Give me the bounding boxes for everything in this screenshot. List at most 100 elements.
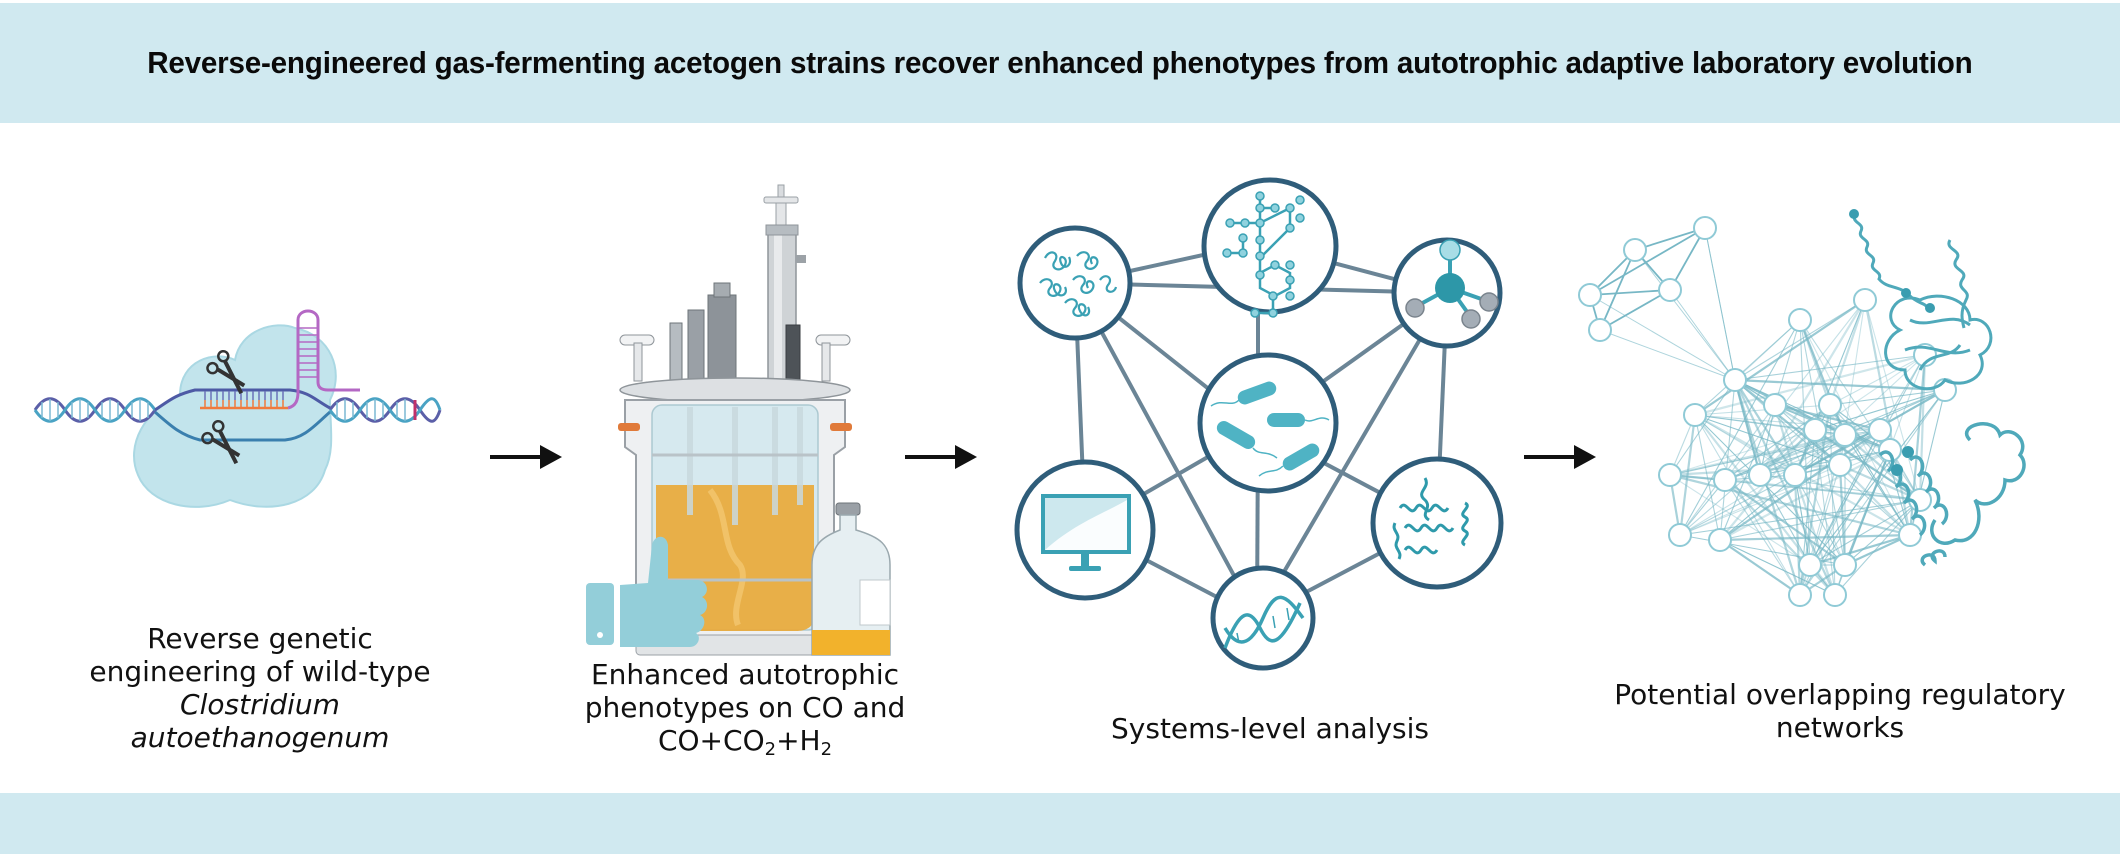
scissors-icon-bottom (201, 419, 241, 465)
network-edge (1694, 414, 1801, 596)
network-edge (1834, 499, 1921, 596)
network-node (1658, 463, 1682, 487)
network-edge (1799, 319, 1811, 566)
network-edge (1734, 319, 1801, 381)
network-edge (1839, 463, 1921, 502)
caption-line: phenotypes on CO and (584, 691, 906, 724)
network-edge (1809, 429, 1881, 566)
omics-network-diagram (1014, 177, 1504, 671)
network-edge (1679, 429, 1881, 536)
network-node (1578, 283, 1602, 307)
panel-bioreactor (586, 184, 891, 665)
network-node (1833, 423, 1857, 447)
network-edge (1774, 319, 1801, 406)
network-edge (1669, 474, 1921, 501)
network-edge (1794, 474, 1846, 566)
network-node (1803, 418, 1827, 442)
caption-line: Systems-level analysis (1111, 712, 1429, 745)
network-edge (1724, 299, 1866, 481)
caption-bioreactor: Enhanced autotrophic phenotypes on CO an… (570, 658, 920, 760)
guide-rna-pairs (200, 391, 288, 410)
network-edge (1829, 389, 1946, 406)
network-edge (1809, 389, 1946, 566)
network-edge (1734, 379, 1796, 476)
network-node (1898, 523, 1922, 547)
network-edge (1734, 354, 1926, 381)
panel-regulatory-networks (1578, 190, 2120, 630)
protein-structure-icon-bottom (1878, 422, 2026, 567)
caption-line: Reverse genetic (147, 622, 373, 655)
network-edge (1863, 299, 1912, 536)
network-edge (1669, 289, 1736, 381)
bioreactor-illustration (586, 184, 891, 656)
dna-helix-node (1210, 565, 1316, 671)
network-edge (1679, 449, 1891, 536)
network-edge (1669, 473, 1911, 537)
species-name-epithet: autoethanogenum (130, 721, 390, 754)
network-edge (1774, 403, 1891, 452)
network-edge (1719, 539, 1801, 596)
crispr-dna-illustration (33, 309, 442, 508)
network-edge (1719, 499, 1921, 541)
network-edge (1719, 533, 1911, 542)
arrow-right-icon (490, 445, 562, 469)
network-edge (1719, 434, 1846, 541)
network-edge (1828, 299, 1867, 406)
caption-line: Potential overlapping regulatory (1614, 678, 2066, 711)
network-edge (1634, 227, 1706, 251)
network-node (1783, 463, 1807, 487)
network-edge (1694, 353, 1926, 417)
network-edge (1829, 354, 1926, 406)
dna-bottom-strand (154, 410, 331, 442)
protein-structure-node (1370, 456, 1504, 590)
network-edge (1793, 474, 1802, 596)
network-edge (1599, 289, 1671, 331)
network-edge (1589, 294, 1736, 381)
network-node (1818, 393, 1842, 417)
network-node (1823, 583, 1847, 607)
head-plate (619, 377, 851, 403)
network-edge (1734, 378, 1946, 392)
network-edge (1844, 499, 1921, 566)
network-node (1623, 238, 1647, 262)
network-edge (1719, 539, 1836, 596)
network-edge (1724, 479, 1846, 566)
network-node (1798, 553, 1822, 577)
caption-line: Enhanced autotrophic (590, 658, 900, 691)
network-edge (1694, 299, 1866, 416)
network-edge (1814, 354, 1926, 431)
network-edge (1799, 319, 1846, 566)
network-edge (1794, 474, 1811, 566)
thumbs-up-icon (586, 536, 708, 647)
arrow-right-icon (905, 445, 977, 469)
caption-reverse-engineering: Reverse genetic engineering of wild-type… (40, 622, 480, 754)
network-edge (1814, 389, 1946, 431)
network-edge (1759, 429, 1881, 476)
footer-banner (0, 793, 2120, 854)
network-edge (1599, 249, 1636, 331)
network-edge (1773, 404, 1797, 476)
network-edge (1704, 227, 1736, 381)
network-edge (1774, 403, 1881, 432)
gas-formula: CO+CO2+H2 (657, 724, 833, 760)
network-edge (1844, 389, 1946, 436)
network-node (1868, 418, 1892, 442)
species-name-genus: Clostridium (180, 688, 340, 721)
network-edge (1774, 404, 1846, 566)
network-node (1748, 463, 1772, 487)
dna-top-strand (154, 388, 331, 412)
network-edge (1694, 319, 1801, 416)
guide-rna-hairpin (287, 309, 360, 410)
network-edge (1669, 429, 1816, 476)
network-edge (1809, 499, 1921, 566)
network-edge (1669, 474, 1811, 566)
caption-line: networks (1775, 711, 1905, 744)
bacteria-node (1197, 352, 1339, 494)
network-edge (1589, 289, 1671, 296)
caption-regulatory-networks: Potential overlapping regulatory network… (1580, 678, 2100, 744)
network-edge (1733, 379, 1762, 476)
molecule-node (1391, 237, 1503, 349)
regulatory-network-illustration (1578, 209, 2026, 607)
network-edge (1694, 404, 1831, 416)
network-node (1878, 438, 1902, 462)
